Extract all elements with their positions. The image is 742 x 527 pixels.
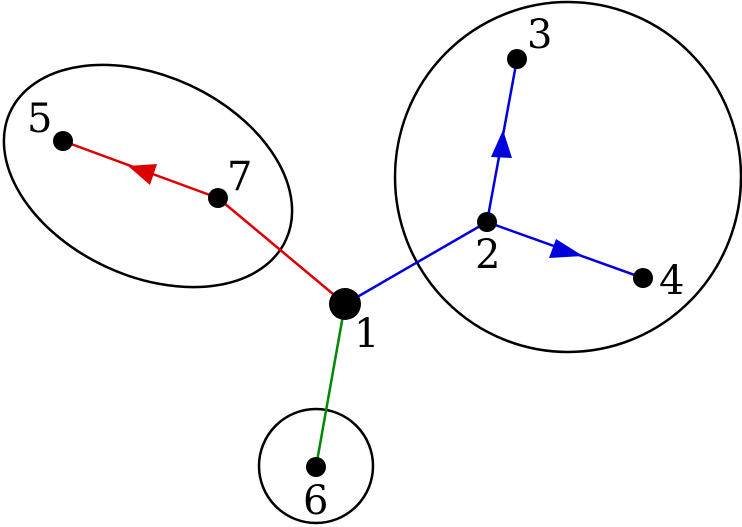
node-label-7: 7	[227, 154, 252, 200]
node-5	[53, 131, 73, 151]
cluster-circle-6	[257, 407, 375, 525]
node-6	[306, 457, 326, 477]
edge-1-6	[314, 303, 347, 468]
cluster-ellipse-5-7	[2, 63, 294, 289]
arrowhead-2-3	[491, 130, 512, 158]
node-4	[633, 268, 653, 288]
node-label-5: 5	[27, 96, 52, 142]
node-3	[507, 49, 527, 69]
cluster-ellipse-2-3-4	[393, 0, 742, 354]
node-label-6: 6	[303, 478, 328, 524]
node-2	[477, 212, 497, 232]
edge-1-7	[217, 197, 346, 305]
node-1	[329, 288, 361, 320]
node-label-2: 2	[475, 232, 500, 278]
node-label-1: 1	[354, 311, 379, 357]
node-label-3: 3	[527, 12, 552, 58]
arrowhead-2-4	[549, 239, 583, 258]
node-label-4: 4	[659, 258, 684, 304]
node-7	[208, 188, 228, 208]
arrowhead-7-5	[128, 164, 157, 185]
edge-1-2	[344, 220, 488, 306]
